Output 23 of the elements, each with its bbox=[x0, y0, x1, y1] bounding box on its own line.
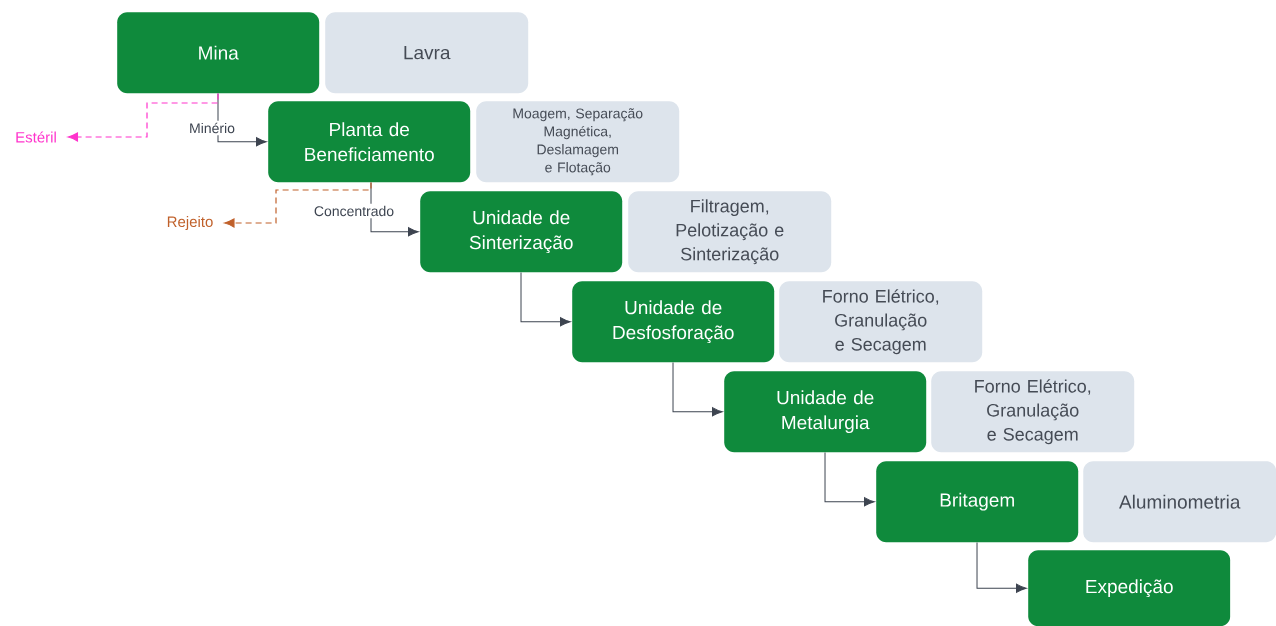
process-box: Mina bbox=[117, 12, 320, 94]
description-box: Filtragem, Pelotização e Sinterização bbox=[628, 191, 832, 273]
description-box: Aluminometria bbox=[1083, 461, 1276, 543]
description-box: Forno Elétrico, Granulação e Secagem bbox=[779, 281, 983, 363]
edge-label: Minério bbox=[187, 120, 237, 136]
output-label: Rejeito bbox=[167, 216, 213, 230]
arrow bbox=[520, 271, 571, 327]
description-box: Moagem, Separação Magnética, Deslamagem e Flotação bbox=[476, 101, 680, 183]
dashed-arrow bbox=[67, 92, 219, 142]
output-label: Estéril bbox=[16, 131, 56, 143]
description-box: Lavra bbox=[325, 12, 529, 94]
process-box: Unidade de Metalurgia bbox=[724, 371, 927, 453]
process-box: Unidade de Desfosforação bbox=[572, 281, 775, 363]
process-box: Britagem bbox=[876, 461, 1079, 543]
description-box: Forno Elétrico, Granulação e Secagem bbox=[931, 371, 1135, 453]
arrow bbox=[976, 541, 1027, 593]
process-box: Expedição bbox=[1028, 550, 1231, 626]
process-box: Unidade de Sinterização bbox=[420, 191, 623, 273]
dashed-arrow bbox=[224, 181, 372, 228]
process-box: Planta de Beneficiamento bbox=[268, 101, 471, 183]
arrow bbox=[672, 361, 723, 417]
edge-label: Concentrado bbox=[311, 203, 397, 219]
arrow bbox=[824, 451, 875, 507]
